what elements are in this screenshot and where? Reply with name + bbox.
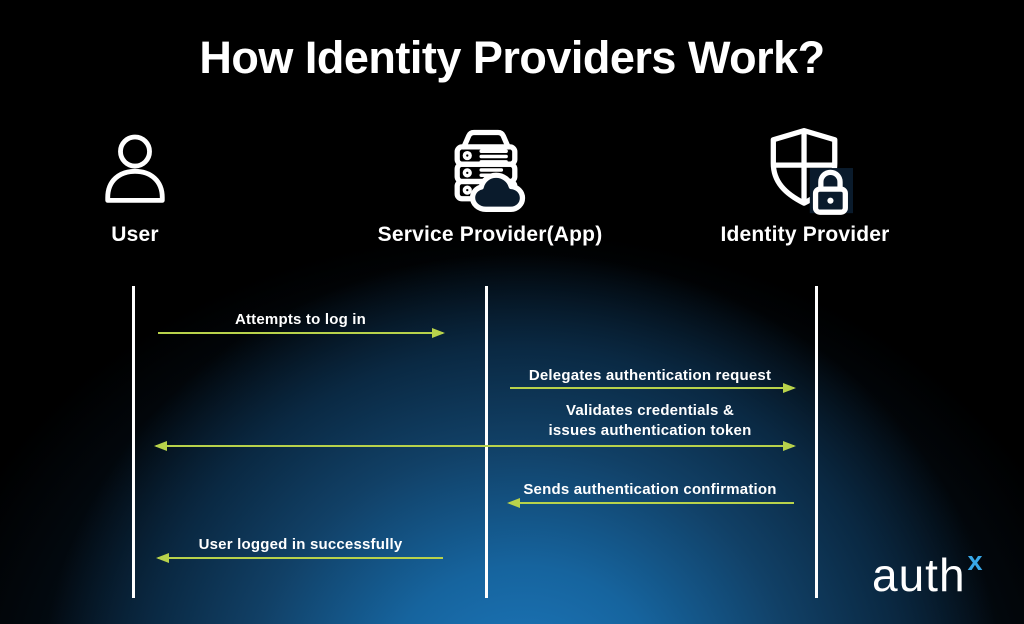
message-label-attempts-login: Attempts to log in xyxy=(234,311,367,328)
message-arrow-attempts-login xyxy=(158,332,443,334)
authx-logo: authx xyxy=(872,546,983,602)
actor-label-user: User xyxy=(111,223,159,246)
server-cloud-icon xyxy=(438,121,534,217)
message-label-line2: issues authentication token xyxy=(548,422,752,439)
message-arrow-delegates-request xyxy=(510,387,794,389)
message-label-line1: Validates credentials & xyxy=(565,402,734,419)
logo-superscript-x: x xyxy=(967,546,983,576)
lifeline-identity-provider xyxy=(815,286,818,598)
logo-text: auth xyxy=(872,549,966,601)
message-label-sends-confirmation: Sends authentication confirmation xyxy=(523,481,777,498)
lifeline-service-provider xyxy=(485,286,488,598)
message-label-validates-credentials: Validates credentials & issues authentic… xyxy=(500,401,800,441)
shield-lock-icon xyxy=(757,121,853,217)
lifeline-user xyxy=(132,286,135,598)
actor-label-service-provider: Service Provider(App) xyxy=(377,223,603,246)
page-title: How Identity Providers Work? xyxy=(199,32,825,83)
actor-label-identity-provider: Identity Provider xyxy=(720,223,890,246)
message-arrow-validates-credentials xyxy=(156,445,794,447)
message-arrow-sends-confirmation xyxy=(509,502,794,504)
message-label-delegates-request: Delegates authentication request xyxy=(528,367,772,384)
user-icon xyxy=(91,126,179,214)
message-arrow-logged-in xyxy=(158,557,443,559)
message-label-logged-in: User logged in successfully xyxy=(198,536,403,553)
